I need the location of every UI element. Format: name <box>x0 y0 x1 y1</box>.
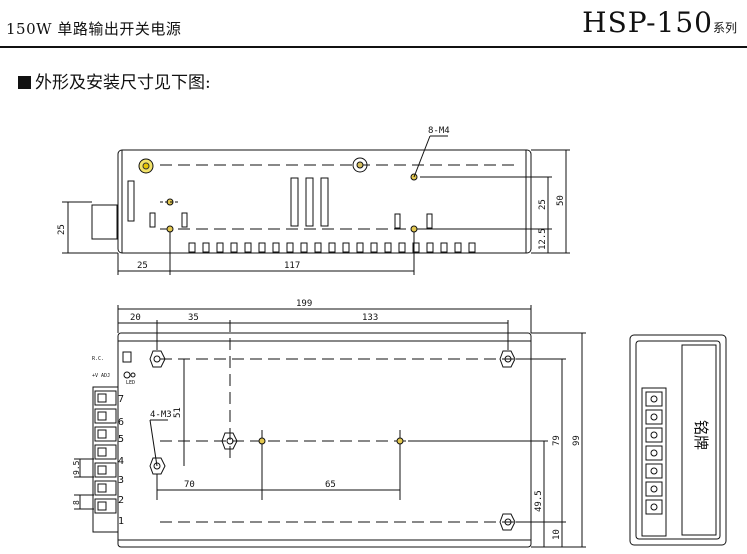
dim-top-left-height: 25 <box>57 224 67 235</box>
top-view-vent-row <box>188 242 476 253</box>
dim-front-49-5: 49.5 <box>534 490 544 512</box>
dim-front-51: 51 <box>173 407 183 418</box>
terminal-4: 4 <box>118 456 124 467</box>
model-title: HSP-150系列 <box>582 6 737 39</box>
terminal-6: 6 <box>118 417 124 428</box>
callout-4-m3: 4-M3 <box>150 410 172 420</box>
model-suffix: 系列 <box>712 21 737 35</box>
document-title: 150W 单路输出开关电源 <box>6 20 182 38</box>
screw-callout-8-m4: 8-M4 <box>428 126 450 136</box>
dim-front-79: 79 <box>552 435 562 446</box>
terminal-2: 2 <box>118 495 124 506</box>
nameplate-label: 铭牌 <box>692 420 710 450</box>
dim-top-bottom-117: 117 <box>284 261 300 271</box>
top-view-outline <box>117 149 532 254</box>
section-title: 外形及安装尺寸见下图: <box>35 73 211 93</box>
led-indicator <box>123 371 131 379</box>
side-view-terminals <box>641 387 667 537</box>
dim-front-10: 10 <box>552 529 562 540</box>
dim-front-133: 133 <box>362 313 378 323</box>
dim-top-right-12-5: 12.5 <box>538 228 548 250</box>
dim-pitch-8: 8 <box>72 500 81 505</box>
top-view-drawing: 8-M4 25 25 117 25 50 12.5 <box>57 126 570 275</box>
bullet-square-icon <box>18 76 31 89</box>
dim-front-65: 65 <box>325 480 336 490</box>
terminal-block <box>92 386 119 533</box>
label-rc: R.C. <box>92 356 104 362</box>
dim-front-20: 20 <box>130 313 141 323</box>
front-view-outline <box>117 332 532 548</box>
model-name: HSP-150 <box>582 6 713 39</box>
terminal-1: 1 <box>118 516 124 527</box>
dim-front-99: 99 <box>572 435 582 446</box>
label-led: LED <box>126 380 135 386</box>
front-view-hex-nuts <box>149 350 516 531</box>
dim-front-199: 199 <box>296 299 312 309</box>
dim-pitch-9-5: 9.5 <box>72 460 81 475</box>
adjust-pot <box>122 351 132 363</box>
terminal-7: 7 <box>118 394 124 405</box>
side-view-drawing: 铭牌 <box>629 334 727 546</box>
label-vadj: +V ADJ <box>92 373 110 379</box>
front-view-drawing: 4-M3 51 R.C. +V ADJ LED 7 6 5 4 3 2 1 <box>72 299 586 548</box>
header-rule <box>0 46 747 48</box>
dim-top-right-50: 50 <box>556 195 566 206</box>
dim-front-70: 70 <box>184 480 195 490</box>
side-view-outline <box>629 334 727 546</box>
section-heading: 外形及安装尺寸见下图: <box>18 68 211 93</box>
dim-front-35: 35 <box>188 313 199 323</box>
dim-top-right-25: 25 <box>538 199 548 210</box>
terminal-3: 3 <box>118 475 124 486</box>
dim-top-bottom-25: 25 <box>137 261 148 271</box>
terminal-5: 5 <box>118 434 124 445</box>
